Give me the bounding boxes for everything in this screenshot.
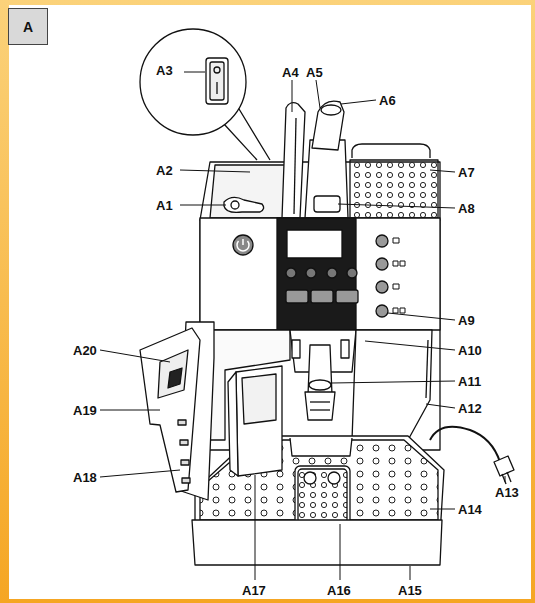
callout-number: A16	[326, 583, 352, 598]
cup-warmer	[350, 160, 438, 218]
power-button	[233, 235, 253, 255]
tray-front	[192, 520, 442, 565]
callout-number: A5	[305, 65, 324, 80]
figure-letter-box: A	[8, 8, 48, 45]
callout-number: A3	[155, 63, 174, 78]
callout-number: A7	[457, 165, 476, 180]
control-panel	[277, 218, 356, 330]
display	[287, 230, 342, 258]
callout-number: A9	[457, 313, 476, 328]
callout-number: A19	[72, 403, 98, 418]
power-cord	[430, 427, 500, 462]
callout-number: A13	[494, 485, 520, 500]
callout-number: A17	[241, 583, 267, 598]
grind-knob	[224, 197, 264, 212]
measure-scoop	[312, 101, 344, 150]
zoom-callout: A3	[140, 29, 246, 135]
callout-number: A4	[281, 65, 300, 80]
leader-lines	[100, 72, 505, 580]
callout-number: A12	[457, 401, 483, 416]
coffee-spout	[308, 345, 332, 395]
callout-number: A1	[155, 198, 174, 213]
callout-number: A18	[72, 470, 98, 485]
main-switch	[206, 58, 228, 104]
page-ground	[9, 5, 531, 599]
figure-letter: A	[22, 19, 34, 35]
zoom-circle	[140, 29, 246, 135]
plug	[494, 456, 514, 476]
bean-lid	[282, 103, 305, 218]
callout-number: A10	[457, 343, 483, 358]
water-lid-area	[210, 165, 290, 218]
grounds-container	[236, 366, 282, 476]
brew-unit	[158, 350, 188, 398]
callout-number: A8	[457, 201, 476, 216]
callout-number: A6	[378, 93, 397, 108]
callout-number: A15	[397, 583, 423, 598]
bean-container	[305, 140, 348, 218]
callout-number: A11	[457, 374, 482, 389]
front-panel	[200, 218, 440, 330]
coffee-buttons	[376, 235, 388, 317]
callout-number: A14	[457, 502, 483, 517]
callout-number: A20	[72, 343, 98, 358]
callout-number: A2	[155, 163, 174, 178]
